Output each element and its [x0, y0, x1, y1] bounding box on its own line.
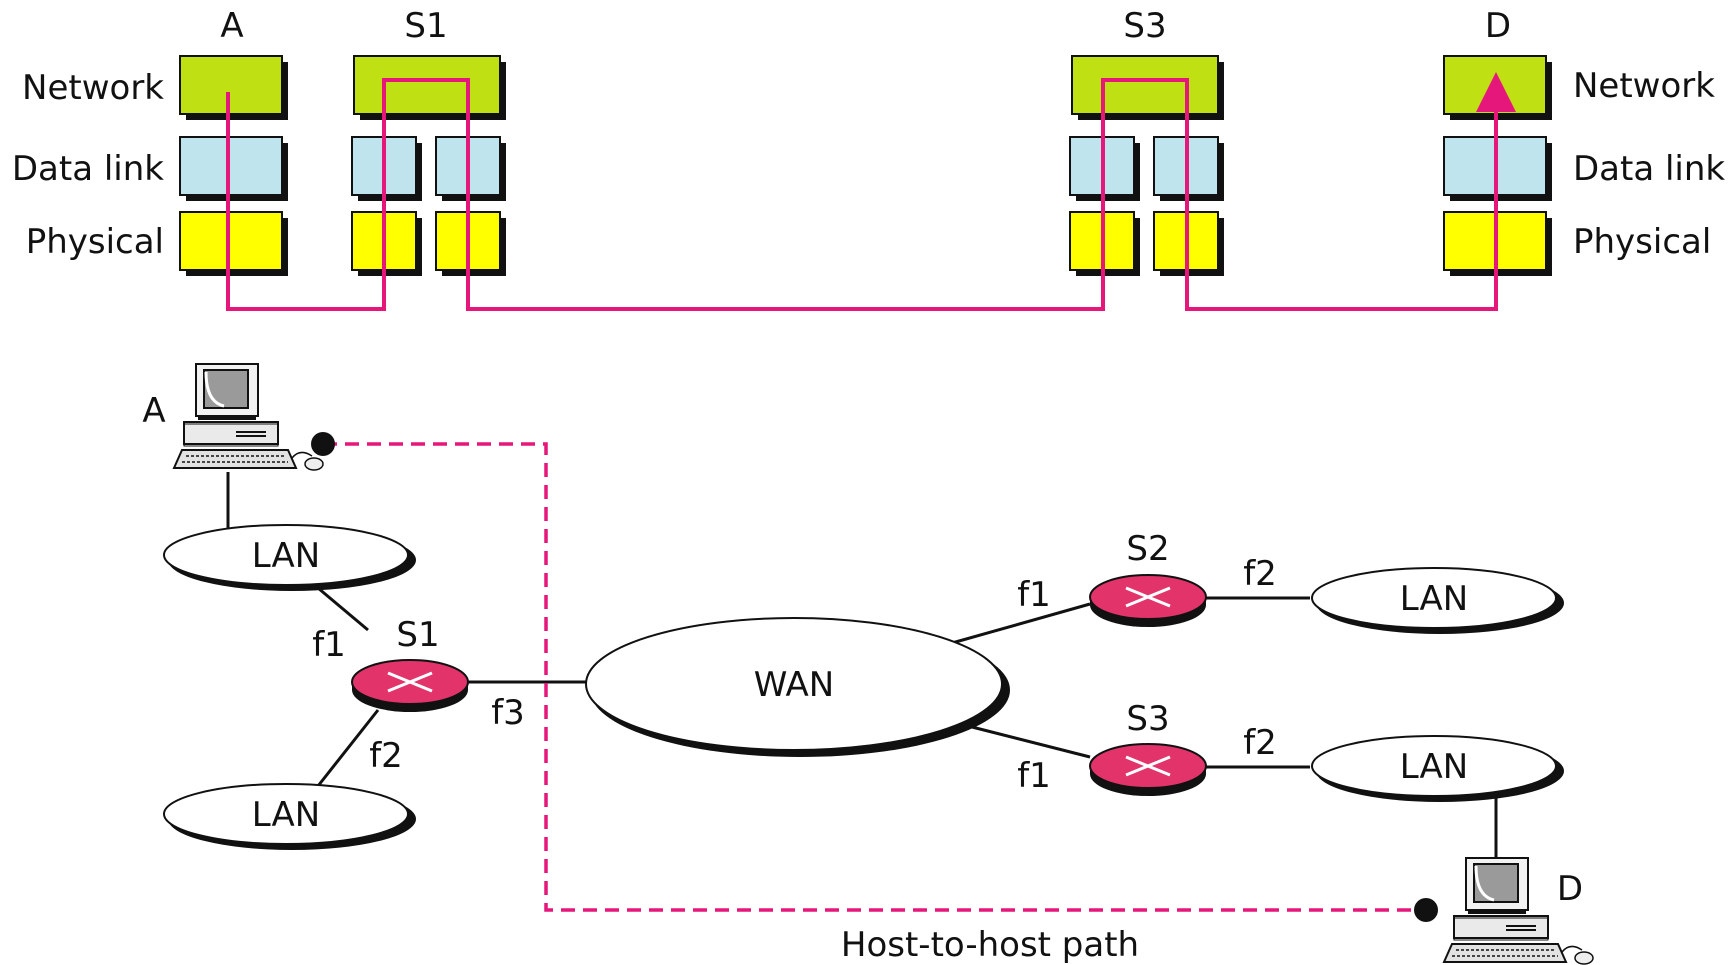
left-layer-network: Network: [22, 68, 164, 108]
layer-box-datalink: [179, 136, 283, 196]
stack-d: [1443, 55, 1552, 276]
s2-interface-f2: f2: [1243, 554, 1277, 594]
right-layer-datalink: Data link: [1573, 149, 1725, 189]
network-topology: LAN LAN WAN LAN LAN S1 S2 S3: [142, 362, 1595, 965]
left-layer-physical: Physical: [26, 222, 164, 262]
link-wan-s3: [971, 725, 1091, 759]
left-layer-datalink: Data link: [12, 149, 164, 189]
lan-s1-bottom-label: LAN: [252, 795, 320, 835]
computer-icon: [172, 362, 325, 472]
host-to-host-path-line: [323, 442, 1426, 912]
host-a-label: A: [142, 391, 165, 431]
host-d-label: D: [1557, 869, 1583, 909]
top-label-a: A: [220, 6, 243, 46]
layer-stacks: A S1 S3 D Network Data link Physical Net…: [12, 6, 1725, 311]
wan-cloud: WAN: [585, 617, 1010, 757]
top-label-d: D: [1485, 6, 1511, 46]
layer-box-network: [179, 55, 283, 115]
router-s1-label: S1: [396, 615, 439, 655]
path-endpoint-d: [1414, 898, 1438, 922]
wan-label: WAN: [754, 665, 834, 705]
lan-a-label: LAN: [252, 536, 320, 576]
router-s2-label: S2: [1126, 529, 1169, 569]
link-wan-s2: [951, 602, 1091, 645]
router-icon: [1088, 742, 1208, 798]
lan-s3: LAN: [1311, 735, 1564, 802]
s1-interface-f3: f3: [491, 693, 525, 733]
lan-s3-label: LAN: [1400, 747, 1468, 787]
router-icon: [350, 658, 470, 714]
stack-s3: [1069, 55, 1224, 276]
s3-interface-f2: f2: [1243, 723, 1277, 763]
path-caption: Host-to-host path: [841, 925, 1139, 965]
stack-a: [179, 55, 288, 276]
packet-path-line: [226, 72, 1516, 311]
layer-box-physical: [179, 211, 283, 271]
router-s3-label: S3: [1126, 699, 1169, 739]
layer-box-network: [353, 55, 501, 115]
right-layer-network: Network: [1573, 66, 1715, 106]
stack-s1: [351, 55, 506, 276]
s1-interface-f1: f1: [312, 625, 346, 665]
s3-interface-f1: f1: [1017, 756, 1051, 796]
link-lan-s1: [317, 586, 369, 632]
lan-s1-bottom: LAN: [163, 783, 416, 850]
router-icon: [1088, 573, 1208, 629]
s2-interface-f1: f1: [1017, 575, 1051, 615]
lan-s2: LAN: [1311, 567, 1564, 634]
path-endpoint-a: [311, 432, 335, 456]
layer-box-network: [1071, 55, 1219, 115]
link-s1-lanbottom: [316, 709, 380, 787]
lan-a: LAN: [163, 524, 416, 591]
top-label-s3: S3: [1123, 6, 1166, 46]
s1-interface-f2: f2: [369, 736, 403, 776]
top-label-s1: S1: [404, 6, 447, 46]
lan-s2-label: LAN: [1400, 579, 1468, 619]
right-layer-physical: Physical: [1573, 222, 1711, 262]
